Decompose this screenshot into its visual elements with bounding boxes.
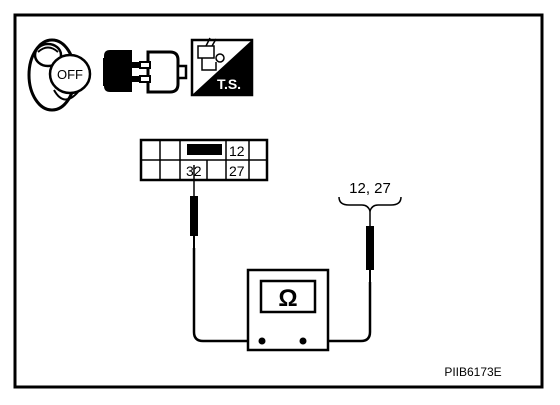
- outer-frame: [13, 13, 544, 389]
- connector-disconnect-icon: [103, 50, 188, 94]
- connector-terminal-grid: [139, 138, 269, 182]
- probe-terminal-label: 12, 27: [349, 180, 391, 197]
- meter-terminal-left: [258, 337, 266, 345]
- ignition-off-label: OFF: [57, 67, 83, 82]
- left-test-probe: [190, 165, 198, 248]
- right-test-lead: [303, 282, 372, 343]
- trouble-shooting-label: T.S.: [217, 76, 241, 92]
- terminal-label-27: 27: [229, 163, 245, 179]
- meter-terminal-right: [299, 337, 307, 345]
- left-test-lead: [192, 248, 262, 343]
- ohm-symbol: Ω: [278, 285, 297, 312]
- terminal-label-brace: [338, 196, 402, 214]
- stethoscope-icon: [197, 37, 225, 71]
- terminal-label-12-top: 12: [229, 143, 245, 159]
- right-test-probe: [366, 211, 374, 282]
- trouble-shooting-icon: T.S.: [190, 37, 254, 97]
- ignition-key-off-icon: OFF: [27, 38, 92, 112]
- ohmmeter: Ω: [246, 268, 330, 352]
- figure-code: PIIB6173E: [444, 365, 501, 379]
